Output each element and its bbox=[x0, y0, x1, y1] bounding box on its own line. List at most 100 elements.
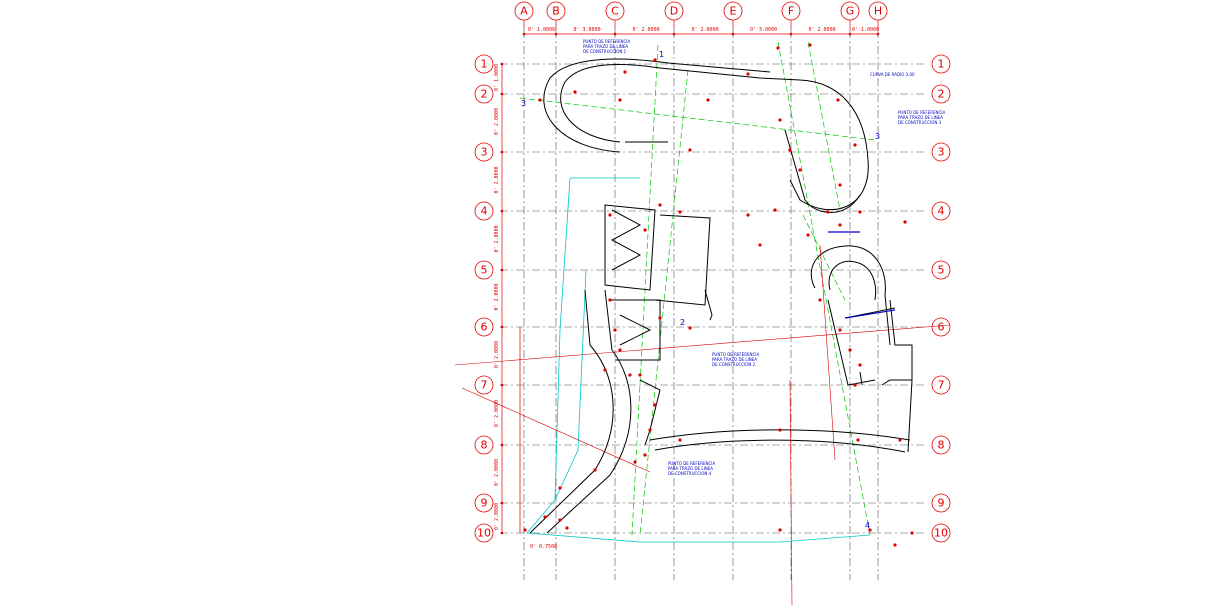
column-label: E bbox=[730, 5, 737, 18]
survey-point bbox=[808, 43, 812, 47]
row-label: 5 bbox=[938, 264, 945, 277]
survey-point bbox=[746, 72, 750, 76]
survey-point bbox=[853, 143, 857, 147]
survey-point bbox=[838, 328, 842, 332]
row-bubble-left-2: 2 bbox=[474, 84, 494, 104]
survey-point bbox=[648, 428, 652, 432]
column-bubble-b: B bbox=[546, 1, 566, 30]
survey-point bbox=[898, 438, 902, 442]
survey-point bbox=[688, 326, 692, 330]
survey-point bbox=[565, 526, 569, 530]
wall-line bbox=[529, 289, 614, 534]
survey-point bbox=[653, 403, 657, 407]
row-label: 10 bbox=[934, 527, 948, 540]
row-label: 9 bbox=[938, 497, 945, 510]
survey-point bbox=[788, 148, 792, 152]
construction-line bbox=[519, 97, 876, 141]
row-label: 4 bbox=[481, 205, 488, 218]
dimension-tick bbox=[500, 383, 504, 387]
dimension-tick bbox=[500, 531, 504, 535]
row-label: 7 bbox=[481, 379, 488, 392]
row-label: 9 bbox=[481, 497, 488, 510]
survey-point bbox=[558, 486, 562, 490]
wall-line bbox=[827, 299, 876, 386]
survey-point bbox=[758, 243, 762, 247]
row-label: 8 bbox=[938, 439, 945, 452]
row-bubble-right-7: 7 bbox=[931, 375, 951, 395]
row-bubble-right-2: 2 bbox=[931, 84, 951, 104]
construction-line bbox=[631, 44, 659, 536]
row-bubble-left-7: 7 bbox=[474, 375, 494, 395]
wall-line bbox=[560, 64, 869, 211]
row-label: 1 bbox=[481, 58, 488, 71]
row-bubble-left-10: 10 bbox=[474, 523, 494, 543]
survey-point bbox=[538, 98, 542, 102]
cyan-line bbox=[526, 532, 871, 543]
survey-point bbox=[853, 383, 857, 387]
row-label: 2 bbox=[481, 88, 488, 101]
survey-point bbox=[798, 168, 802, 172]
row-bubble-right-3: 3 bbox=[931, 142, 951, 162]
row-bubble-right-4: 4 bbox=[931, 201, 951, 221]
survey-point bbox=[838, 183, 842, 187]
row-label: 2 bbox=[938, 88, 945, 101]
dimension-tick bbox=[522, 32, 526, 36]
row-dimension-label: 0' 1.0000 bbox=[494, 64, 500, 91]
wall-line bbox=[859, 371, 863, 386]
survey-point bbox=[633, 460, 637, 464]
survey-point bbox=[838, 223, 842, 227]
survey-point bbox=[613, 328, 617, 332]
row-bubble-right-6: 6 bbox=[931, 317, 951, 337]
survey-point bbox=[643, 453, 647, 457]
column-dimension-label: 0' 1.0000 bbox=[528, 27, 555, 33]
column-bubble-g: G bbox=[840, 1, 860, 30]
row-label: 7 bbox=[938, 379, 945, 392]
survey-point bbox=[778, 528, 782, 532]
survey-point bbox=[848, 348, 852, 352]
row-label: 5 bbox=[481, 264, 488, 277]
survey-point bbox=[558, 518, 562, 522]
row-bubble-left-4: 4 bbox=[474, 201, 494, 221]
construction-marker: 3 bbox=[875, 132, 880, 141]
dimension-tick bbox=[500, 501, 504, 505]
reference-line bbox=[461, 387, 651, 473]
row-bubble-left-8: 8 bbox=[474, 435, 494, 455]
row-bubble-left-9: 9 bbox=[474, 493, 494, 513]
construction-marker: 4 bbox=[865, 521, 870, 530]
column-bubble-d: D bbox=[664, 1, 684, 30]
survey-point bbox=[746, 213, 750, 217]
survey-point bbox=[638, 373, 642, 377]
survey-point bbox=[623, 70, 627, 74]
dimension-tick bbox=[554, 32, 558, 36]
survey-point bbox=[543, 515, 547, 519]
column-dimension-label: 0' 2.0000 bbox=[809, 27, 836, 33]
grid-lines bbox=[500, 30, 925, 580]
dimension-tick bbox=[500, 209, 504, 213]
survey-point bbox=[818, 298, 822, 302]
wall-line bbox=[784, 129, 861, 213]
wall-line bbox=[654, 439, 906, 453]
survey-point bbox=[618, 98, 622, 102]
dimension-tick bbox=[500, 150, 504, 154]
row-dimension-label: 0' 2.0000 bbox=[494, 400, 500, 427]
dimension-tick bbox=[500, 325, 504, 329]
wall-line bbox=[610, 209, 642, 271]
reference-line bbox=[454, 324, 951, 366]
column-bubble-a: A bbox=[514, 1, 534, 30]
column-bubble-c: C bbox=[605, 1, 625, 30]
dimension-tick bbox=[789, 32, 793, 36]
row-bubble-left-6: 6 bbox=[474, 317, 494, 337]
column-dimension-label: 0' 2.0000 bbox=[633, 27, 660, 33]
column-label: A bbox=[520, 5, 528, 18]
row-label: 1 bbox=[938, 58, 945, 71]
walls bbox=[529, 58, 913, 534]
wall-line bbox=[649, 429, 911, 441]
survey-point bbox=[523, 528, 527, 532]
dimension-lines bbox=[500, 32, 880, 535]
blue-beam-line bbox=[844, 309, 896, 319]
column-label: G bbox=[846, 5, 855, 18]
wall-line bbox=[546, 289, 632, 534]
